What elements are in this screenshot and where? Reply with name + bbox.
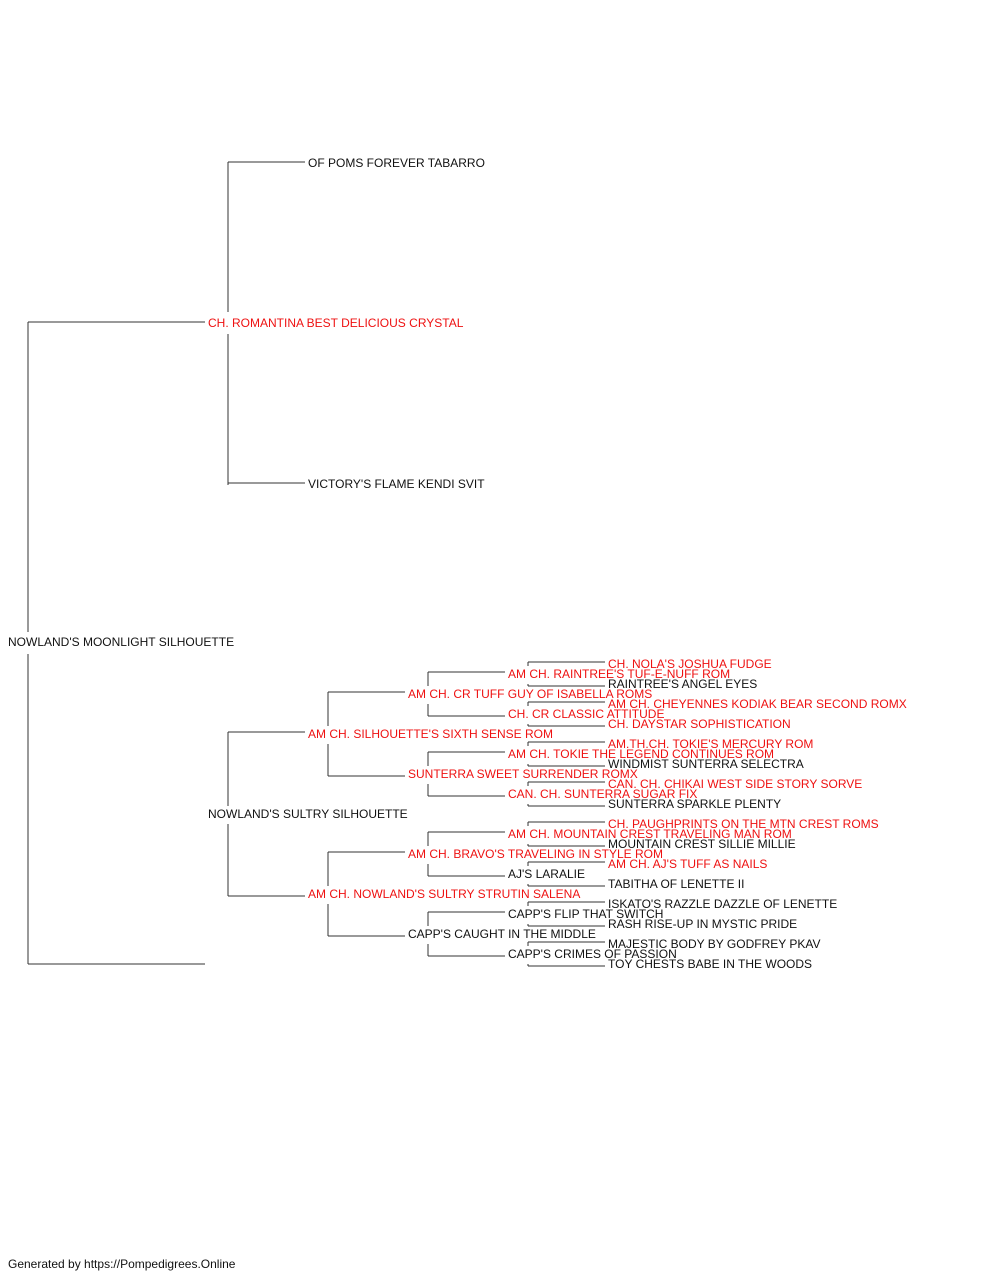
dam-sire-dam-dam-sire-name: CAN. CH. CHIKAI WEST SIDE STORY SORVE [608,777,862,791]
dam-sire-sire-sire-dam-name: RAINTREE'S ANGEL EYES [608,677,757,691]
sire-dam-name: VICTORY'S FLAME KENDI SVIT [308,477,485,491]
dam-sire-sire-dam-name: CH. CR CLASSIC ATTITUDE [508,707,664,721]
dam-sire-dam-dam-name: CAN. CH. SUNTERRA SUGAR FIX [508,787,697,801]
dam-sire-sire-dam-dam-name: CH. DAYSTAR SOPHISTICATION [608,717,791,731]
dam-dam-dam-sire-dam-name: RASH RISE-UP IN MYSTIC PRIDE [608,917,797,931]
dam-dam-dam-dam-name: CAPP'S CRIMES OF PASSION [508,947,677,961]
dam-sire-dam-sire-name: AM CH. TOKIE THE LEGEND CONTINUES ROM [508,747,774,761]
dam-sire-sire-dam-sire-name: AM CH. CHEYENNES KODIAK BEAR SECOND ROMX [608,697,907,711]
dam-name: NOWLAND'S SULTRY SILHOUETTE [208,807,408,821]
sire-name: CH. ROMANTINA BEST DELICIOUS CRYSTAL [208,316,464,330]
dam-sire-sire-name: AM CH. CR TUFF GUY OF ISABELLA ROMS [408,687,652,701]
sire-sire-name: OF POMS FOREVER TABARRO [308,156,485,170]
dam-dam-dam-name: CAPP'S CAUGHT IN THE MIDDLE [408,927,596,941]
dam-dam-name: AM CH. NOWLAND'S SULTRY STRUTIN SALENA [308,887,580,901]
dam-dam-sire-name: AM CH. BRAVO'S TRAVELING IN STYLE ROM [408,847,663,861]
dam-dam-sire-sire-sire-name: CH. PAUGHPRINTS ON THE MTN CREST ROMS [608,817,879,831]
dam-sire-dam-name: SUNTERRA SWEET SURRENDER ROMX [408,767,638,781]
dam-dam-sire-dam-dam-name: TABITHA OF LENETTE II [608,877,744,891]
subject-name: NOWLAND'S MOONLIGHT SILHOUETTE [8,635,234,649]
dam-sire-dam-sire-dam-name: WINDMIST SUNTERRA SELECTRA [608,757,804,771]
dam-dam-dam-dam-sire-name: MAJESTIC BODY BY GODFREY PKAV [608,937,821,951]
dam-dam-dam-sire-name: CAPP'S FLIP THAT SWITCH [508,907,663,921]
dam-dam-sire-sire-name: AM CH. MOUNTAIN CREST TRAVELING MAN ROM [508,827,792,841]
dam-sire-sire-sire-sire-name: CH. NOLA'S JOSHUA FUDGE [608,657,772,671]
dam-dam-sire-dam-sire-name: AM CH. AJ'S TUFF AS NAILS [608,857,767,871]
dam-dam-sire-dam-name: AJ'S LARALIE [508,867,585,881]
dam-dam-dam-sire-sire-name: ISKATO'S RAZZLE DAZZLE OF LENETTE [608,897,837,911]
dam-sire-name: AM CH. SILHOUETTE'S SIXTH SENSE ROM [308,727,553,741]
footer-credit: Generated by https://Pompedigrees.Online [8,1257,236,1271]
dam-sire-dam-dam-dam-name: SUNTERRA SPARKLE PLENTY [608,797,781,811]
dam-dam-dam-dam-dam-name: TOY CHESTS BABE IN THE WOODS [608,957,812,971]
dam-sire-sire-sire-name: AM CH. RAINTREE'S TUF-E-NUFF ROM [508,667,730,681]
dam-sire-dam-sire-sire-name: AM.TH.CH. TOKIE'S MERCURY ROM [608,737,813,751]
dam-dam-sire-sire-dam-name: MOUNTAIN CREST SILLIE MILLIE [608,837,796,851]
